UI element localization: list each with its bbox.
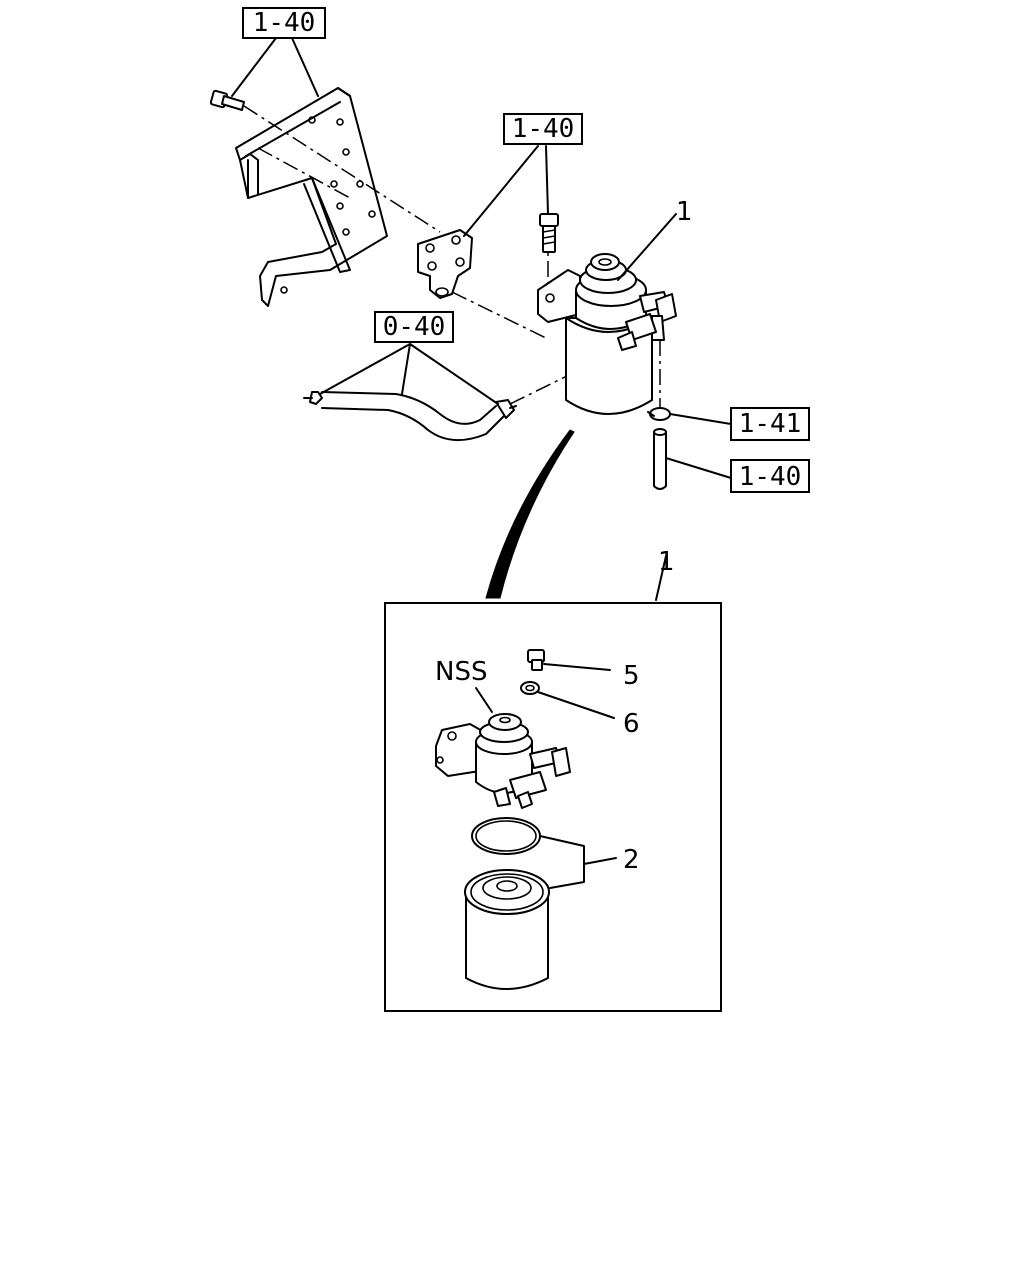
detail-filter-element: [464, 869, 550, 990]
leader-assembly-detail: [655, 555, 667, 601]
mounting-bracket: [235, 87, 388, 307]
svg-text:0-40: 0-40: [383, 312, 446, 342]
vent-tube: [653, 428, 667, 490]
detail-washer: [520, 681, 615, 719]
mounting-plate: [417, 229, 473, 299]
leader-assembly-main: [617, 213, 677, 281]
callout-element-kit: 2: [623, 845, 640, 875]
detail-frame: [384, 602, 722, 1012]
leader-nss: [475, 687, 493, 713]
fuel-filter-assembly: [537, 253, 677, 415]
ref-box-tube: 1-40: [665, 457, 810, 493]
callout-washer: 6: [623, 709, 640, 739]
ref-box-bracket-mid: 1-40: [463, 113, 583, 237]
ref-box-bracket-top: 1-40: [231, 7, 326, 97]
detail-pointer-arrow: [485, 429, 575, 599]
bracket-bolt: [209, 89, 245, 111]
ref-box-hose: 0-40: [319, 311, 499, 405]
svg-text:1-40: 1-40: [739, 462, 802, 492]
callout-assembly-detail: 1: [658, 547, 675, 577]
detail-bolt: [527, 649, 611, 671]
ref-box-clip: 1-41: [669, 407, 810, 441]
fuel-hose: [303, 391, 517, 441]
filter-mount-bolt: [539, 213, 559, 253]
svg-text:1-41: 1-41: [739, 409, 802, 439]
leader-element-kit: [539, 835, 617, 889]
detail-o-ring: [471, 817, 541, 855]
detail-filter-head: [435, 713, 571, 809]
callout-nss: NSS: [435, 657, 487, 687]
hose-clip: [647, 407, 671, 421]
svg-text:1-40: 1-40: [512, 114, 575, 144]
callout-assembly-main: 1: [676, 197, 693, 227]
callout-bolt: 5: [623, 661, 640, 691]
svg-text:1-40: 1-40: [253, 8, 316, 38]
